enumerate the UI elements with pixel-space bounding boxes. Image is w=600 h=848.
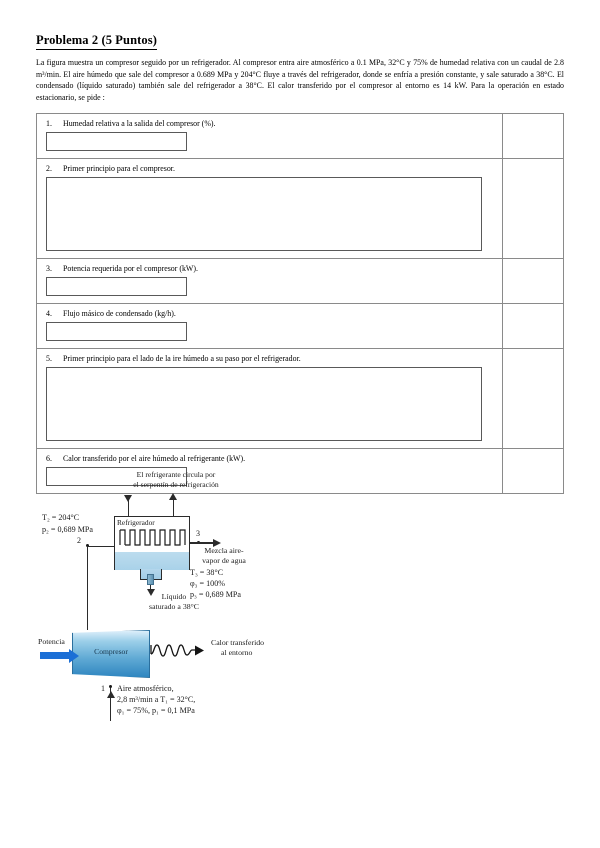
state1-line2: 2,8 m³/min a T₁ = 32°C,	[117, 695, 196, 704]
answer-box-1[interactable]	[46, 132, 187, 151]
question-text-3: Potencia requerida por el compresor (kW)…	[63, 264, 198, 273]
question-cell-6: 6. Calor transferido por el aire húmedo a…	[36, 448, 503, 494]
question-number-1: 1.	[46, 119, 52, 128]
state2-properties: T₂ = 204°C p₂ = 0,689 MPa	[42, 512, 93, 535]
coil-caption-line1: El refrigerante circula por	[136, 470, 216, 479]
problem-statement: La figura muestra un compresor seguido p…	[36, 58, 564, 102]
power-label: Potencia	[38, 637, 65, 646]
state3-number: 3	[196, 529, 200, 538]
state1-line1: Aire atmosférico,	[117, 684, 174, 693]
table-row: 1. Humedad relativa a la salida del compr…	[36, 113, 564, 159]
table-row: 5. Primer principio para el lado de la ir…	[36, 348, 564, 449]
coil-caption-line2: el serpentín de refrigeración	[133, 480, 219, 489]
heat-output-line2: al entorno	[221, 648, 253, 658]
question-label-5: 5. Primer principio para el lado de la ir…	[37, 353, 502, 364]
liquid-line2: saturado a 38°C	[149, 602, 199, 612]
grade-cell-2[interactable]	[502, 158, 564, 259]
cooling-coil-icon	[119, 529, 186, 546]
question-cell-1: 1. Humedad relativa a la salida del compr…	[36, 113, 503, 159]
state3-temperature: T₃ = 38°C	[190, 568, 224, 577]
state3-outlet-pipe	[190, 542, 214, 544]
liquid-line1: Líquido	[161, 592, 187, 601]
state3-pressure: p₃ = 0,689 MPa	[190, 590, 242, 599]
answer-box-3[interactable]	[46, 277, 187, 296]
compressor-unit: Compresor	[72, 630, 150, 678]
table-row: 3. Potencia requerida por el compresor (k…	[36, 258, 564, 304]
question-label-4: 4. Flujo másico de condensado (kg/h).	[37, 308, 502, 319]
grade-cell-6[interactable]	[502, 448, 564, 494]
state1-line3: φ₁ = 75%, p₁ = 0,1 MPa	[117, 706, 195, 715]
refrigerant-inlet-pipe	[127, 497, 129, 516]
question-label-2: 2. Primer principio para el compresor.	[37, 163, 502, 174]
mixture-line1: Mezcla aire-	[204, 546, 244, 555]
coil-caption: El refrigerante circula por el serpentín…	[112, 470, 240, 490]
state1-properties: Aire atmosférico, 2,8 m³/min a T₁ = 32°C…	[117, 683, 195, 716]
compressor-label: Compresor	[94, 647, 128, 656]
state2-pressure: p₂ = 0,689 MPa	[42, 524, 94, 534]
power-arrow-icon	[40, 652, 70, 659]
question-number-3: 3.	[46, 264, 52, 273]
grade-cell-5[interactable]	[502, 348, 564, 449]
saturated-liquid-label: Líquido saturado a 38°C	[136, 592, 212, 612]
table-row: 6. Calor transferido por el aire húmedo a…	[36, 448, 564, 494]
mixture-label: Mezcla aire- vapor de agua	[188, 546, 260, 566]
heat-output-label: Calor transferido al entorno	[211, 638, 264, 659]
compressor-body	[72, 630, 150, 678]
state1-node-dot	[108, 685, 112, 689]
condensate-pool	[115, 552, 189, 570]
state2-number: 2	[77, 536, 81, 545]
heat-output-line1: Calor transferido	[211, 638, 265, 647]
state2-vertical-pipe	[87, 545, 89, 630]
question-number-2: 2.	[46, 164, 52, 173]
question-cell-3: 3. Potencia requerida por el compresor (k…	[36, 258, 503, 304]
question-text-4: Flujo másico de condensado (kg/h).	[63, 309, 176, 318]
question-cell-4: 4. Flujo másico de condensado (kg/h).	[36, 303, 503, 349]
answer-table: 1. Humedad relativa a la salida del compr…	[36, 113, 564, 494]
refrigerant-inlet-arrow-icon	[124, 495, 132, 502]
condensate-outlet-arrow-icon	[146, 589, 155, 596]
question-text-6: Calor transferido por el aire húmedo al …	[63, 454, 246, 463]
mixture-line2: vapor de agua	[202, 556, 246, 566]
power-arrow-head-icon	[69, 648, 79, 663]
answer-box-4[interactable]	[46, 322, 187, 341]
answer-box-5[interactable]	[46, 367, 482, 441]
page-title: Problema 2 (5 Puntos)	[36, 33, 157, 50]
question-number-5: 5.	[46, 354, 52, 363]
answer-box-2[interactable]	[46, 177, 482, 251]
grade-cell-3[interactable]	[502, 258, 564, 304]
question-cell-2: 2. Primer principio para el compresor.	[36, 158, 503, 259]
refrigerant-outlet-pipe	[172, 497, 174, 516]
grade-cell-4[interactable]	[502, 303, 564, 349]
question-number-4: 4.	[46, 309, 52, 318]
heat-transfer-wave-icon	[150, 644, 204, 657]
question-text-2: Primer principio para el compresor.	[63, 164, 175, 173]
drain-valve-icon	[147, 574, 154, 585]
question-text-5: Primer principio para el lado de la ire …	[63, 354, 301, 363]
state1-inlet-pipe	[110, 686, 112, 721]
state3-relative-humidity: φ₃ = 100%	[190, 579, 225, 588]
refrigerant-outlet-arrow-icon	[169, 493, 177, 500]
table-row: 4. Flujo másico de condensado (kg/h).	[36, 303, 564, 349]
answer-box-6[interactable]	[46, 467, 187, 486]
question-cell-5: 5. Primer principio para el lado de la ir…	[36, 348, 503, 449]
question-label-3: 3. Potencia requerida por el compresor (k…	[37, 263, 502, 274]
table-row: 2. Primer principio para el compresor.	[36, 158, 564, 259]
state1-number: 1	[101, 684, 105, 693]
state2-temperature: T₂ = 204°C	[42, 513, 80, 522]
question-text-1: Humedad relativa a la salida del compres…	[63, 119, 216, 128]
question-label-1: 1. Humedad relativa a la salida del compr…	[37, 118, 502, 129]
refrigerator-label: Refrigerador	[117, 518, 155, 527]
state2-horizontal-pipe	[87, 545, 114, 547]
state1-inlet-arrow-icon	[106, 691, 115, 698]
state3-outlet-arrow-icon	[213, 538, 221, 547]
question-number-6: 6.	[46, 454, 52, 463]
state3-properties: T₃ = 38°C φ₃ = 100% p₃ = 0,689 MPa	[190, 567, 241, 600]
grade-cell-1[interactable]	[502, 113, 564, 159]
question-label-6: 6. Calor transferido por el aire húmedo a…	[37, 453, 502, 464]
